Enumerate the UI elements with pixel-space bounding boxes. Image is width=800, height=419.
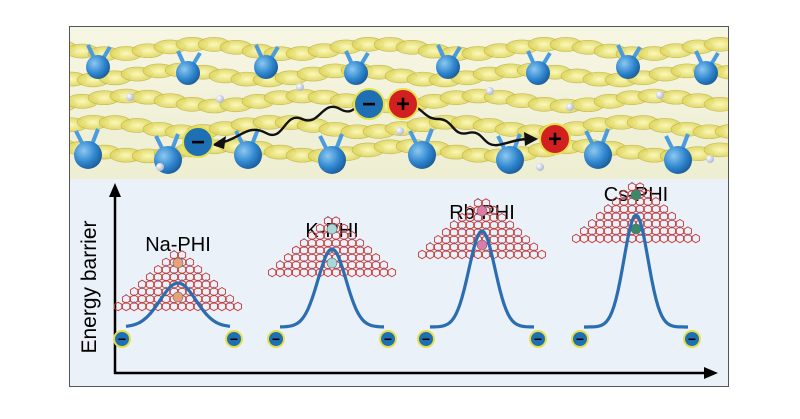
electron-density-blob xyxy=(703,37,728,52)
electron-left: − xyxy=(182,126,214,158)
small-atom xyxy=(296,83,304,91)
small-atom xyxy=(126,93,134,101)
small-atom xyxy=(486,87,494,95)
metal-ion-atom xyxy=(616,55,640,79)
metal-ion-atom xyxy=(408,141,436,169)
metal-ion-atom xyxy=(496,146,524,174)
electron-center: − xyxy=(353,88,385,120)
metal-ion-atom xyxy=(344,61,368,85)
hole-arrowhead xyxy=(524,132,538,146)
material-k-phi: K-PHI−− xyxy=(267,215,397,348)
small-atom xyxy=(156,163,164,171)
small-atom xyxy=(706,155,714,163)
small-atom xyxy=(656,91,664,99)
electron-density-blob xyxy=(703,142,728,158)
figure-frame: − − + + Energy barrier Na-PHI−−K-PHI−−Rb… xyxy=(69,26,729,387)
electron-marker: − xyxy=(529,330,547,348)
lattice-panel: − − + + xyxy=(70,27,728,179)
electron-density-blob xyxy=(703,97,728,112)
material-label: Na-PHI xyxy=(145,234,211,256)
metal-ion-atom xyxy=(74,141,102,169)
material-rb-phi: Rb-PHI−− xyxy=(417,197,547,348)
intercalated-ion xyxy=(172,257,184,269)
electron-center-sign: − xyxy=(362,91,376,118)
hole-right: + xyxy=(539,123,571,155)
svg-text:−: − xyxy=(576,331,584,347)
molecular-structure xyxy=(418,197,546,260)
material-cs-phi: Cs-PHI−− xyxy=(571,181,701,348)
svg-text:−: − xyxy=(272,331,280,347)
metal-ion-atom xyxy=(526,61,550,85)
y-axis-label: Energy barrier xyxy=(78,220,101,353)
energy-barrier-curve xyxy=(429,229,535,329)
x-axis-arrowhead xyxy=(704,367,718,379)
intercalated-ion xyxy=(630,223,642,235)
y-axis-arrowhead xyxy=(109,183,121,197)
hole-right-sign: + xyxy=(548,126,562,153)
electron-marker: − xyxy=(267,330,285,348)
electron-marker: − xyxy=(417,330,435,348)
metal-ion-atom xyxy=(86,55,110,79)
electron-marker: − xyxy=(683,330,701,348)
energy-barrier-panel: Energy barrier Na-PHI−−K-PHI−−Rb-PHI−−Cs… xyxy=(70,179,728,386)
lattice-atoms xyxy=(74,44,720,174)
svg-text:−: − xyxy=(422,331,430,347)
electron-marker: − xyxy=(571,330,589,348)
svg-text:−: − xyxy=(230,331,238,347)
intercalated-ion xyxy=(476,205,488,217)
electron-marker: − xyxy=(379,330,397,348)
metal-ion-atom xyxy=(254,55,278,79)
intercalated-ion xyxy=(326,223,338,235)
electron-migration-path xyxy=(219,99,367,145)
small-atom xyxy=(396,127,404,135)
metal-ion-atom xyxy=(176,61,200,85)
electron-density-blob xyxy=(714,124,728,139)
hole-center: + xyxy=(387,88,419,120)
molecular-structure xyxy=(114,249,242,312)
intercalated-ion xyxy=(476,239,488,251)
intercalated-ion xyxy=(326,257,338,269)
svg-text:−: − xyxy=(688,331,696,347)
electron-left-sign: − xyxy=(191,129,205,156)
metal-ion-atom xyxy=(234,141,262,169)
electron-arrowhead xyxy=(212,136,226,149)
energy-barrier-curve xyxy=(125,281,231,328)
materials-group: Na-PHI−−K-PHI−−Rb-PHI−−Cs-PHI−− xyxy=(113,181,701,348)
small-atom xyxy=(566,103,574,111)
energy-barrier-curve xyxy=(280,247,384,329)
svg-text:−: − xyxy=(118,331,126,347)
metal-ion-atom xyxy=(436,55,460,79)
material-na-phi: Na-PHI − − xyxy=(113,234,243,348)
metal-ion-atom xyxy=(664,146,692,174)
small-atom xyxy=(216,95,224,103)
metal-ion-atom xyxy=(318,146,346,174)
metal-ion-atom xyxy=(584,141,612,169)
intercalated-ion xyxy=(172,291,184,303)
svg-text:−: − xyxy=(534,331,542,347)
molecular-structure xyxy=(268,215,396,278)
electron-marker: − xyxy=(113,330,131,348)
svg-text:−: − xyxy=(384,331,392,347)
electron-marker: − xyxy=(225,330,243,348)
hole-migration-path xyxy=(403,103,529,147)
small-atom xyxy=(536,163,544,171)
hole-center-sign: + xyxy=(396,91,410,118)
energy-barrier-curve xyxy=(584,213,688,329)
metal-ion-atom xyxy=(694,61,718,85)
molecular-structure xyxy=(572,181,700,244)
intercalated-ion xyxy=(630,189,642,201)
